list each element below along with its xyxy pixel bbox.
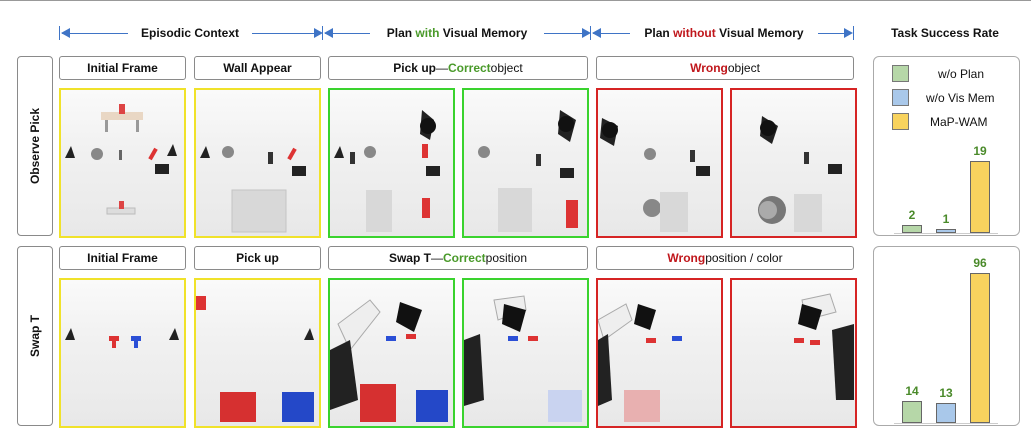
plan-with-post: Visual Memory xyxy=(439,26,528,40)
frame-observe-without-1 xyxy=(596,88,723,238)
bar-value-wo-plan-swap-t: 14 xyxy=(905,384,919,399)
bar-wo-vis-mem-swap-t xyxy=(936,402,956,423)
label-swap-t-correct: Swap T — Correct position xyxy=(328,246,588,270)
frame-swap-pick-up xyxy=(194,278,321,428)
plan-with-highlight: with xyxy=(415,26,440,40)
success-rate-panel-observe-pick: w/o Plan w/o Vis Mem MaP-WAM 2 1 19 xyxy=(873,56,1020,236)
legend-label-mapwam: MaP-WAM xyxy=(930,115,988,129)
frame-observe-initial xyxy=(59,88,186,238)
header-episodic-context: Episodic Context xyxy=(128,26,252,40)
header-plan-without: Plan without Visual Memory xyxy=(630,26,818,40)
baseline-swap-t xyxy=(894,423,998,424)
bar-value-mapwam-swap-t: 96 xyxy=(973,256,987,270)
plan-with-pre: Plan xyxy=(386,26,416,40)
label-pick-up: Pick up xyxy=(194,246,321,270)
bar-value-wo-plan-observe-pick: 2 xyxy=(908,208,916,223)
frame-swap-with-2 xyxy=(462,278,589,428)
row-label-swap-t: Swap T xyxy=(17,246,53,426)
label-wall-appear: Wall Appear xyxy=(194,56,321,80)
frame-observe-with-1 xyxy=(328,88,455,238)
frame-swap-with-1 xyxy=(328,278,455,428)
plan-without-pre: Plan xyxy=(644,26,674,40)
frame-swap-without-2 xyxy=(730,278,857,428)
label-wrong-object: Wrong object xyxy=(596,56,854,80)
label-initial-frame-r2: Initial Frame xyxy=(59,246,186,270)
legend-swatch-wo-vis-mem xyxy=(892,89,909,106)
frame-swap-without-1 xyxy=(596,278,723,428)
legend-swatch-mapwam xyxy=(892,113,909,130)
baseline-observe-pick xyxy=(894,233,998,234)
top-rule xyxy=(0,0,1031,1)
bar-mapwam-swap-t xyxy=(970,273,990,423)
row-label-observe-pick: Observe Pick xyxy=(17,56,53,236)
plan-without-highlight: without xyxy=(673,26,716,40)
label-pick-up-correct: Pick up — Correct object xyxy=(328,56,588,80)
success-rate-panel-swap-t: 14 13 96 xyxy=(873,246,1020,426)
legend-swatch-wo-plan xyxy=(892,65,909,82)
bar-wo-vis-mem-observe-pick xyxy=(936,229,956,233)
bar-value-wo-vis-mem-observe-pick: 1 xyxy=(942,212,950,226)
header-task-success-rate: Task Success Rate xyxy=(880,26,1010,40)
legend-label-wo-plan: w/o Plan xyxy=(938,67,985,81)
plan-without-post: Visual Memory xyxy=(715,26,804,40)
frame-observe-without-2 xyxy=(730,88,857,238)
bar-value-mapwam-observe-pick: 19 xyxy=(973,144,987,158)
frame-observe-with-2 xyxy=(462,88,589,238)
label-initial-frame-r1: Initial Frame xyxy=(59,56,186,80)
bar-wo-plan-swap-t xyxy=(902,401,922,423)
legend-label-wo-vis-mem: w/o Vis Mem xyxy=(926,91,995,105)
frame-observe-wall-appear xyxy=(194,88,321,238)
label-wrong-position-color: Wrong position / color xyxy=(596,246,854,270)
frame-swap-initial xyxy=(59,278,186,428)
bar-wo-plan-observe-pick xyxy=(902,225,922,233)
header-plan-with: Plan with Visual Memory xyxy=(370,26,544,40)
bar-mapwam-observe-pick xyxy=(970,161,990,233)
bar-value-wo-vis-mem-swap-t: 13 xyxy=(939,385,953,400)
